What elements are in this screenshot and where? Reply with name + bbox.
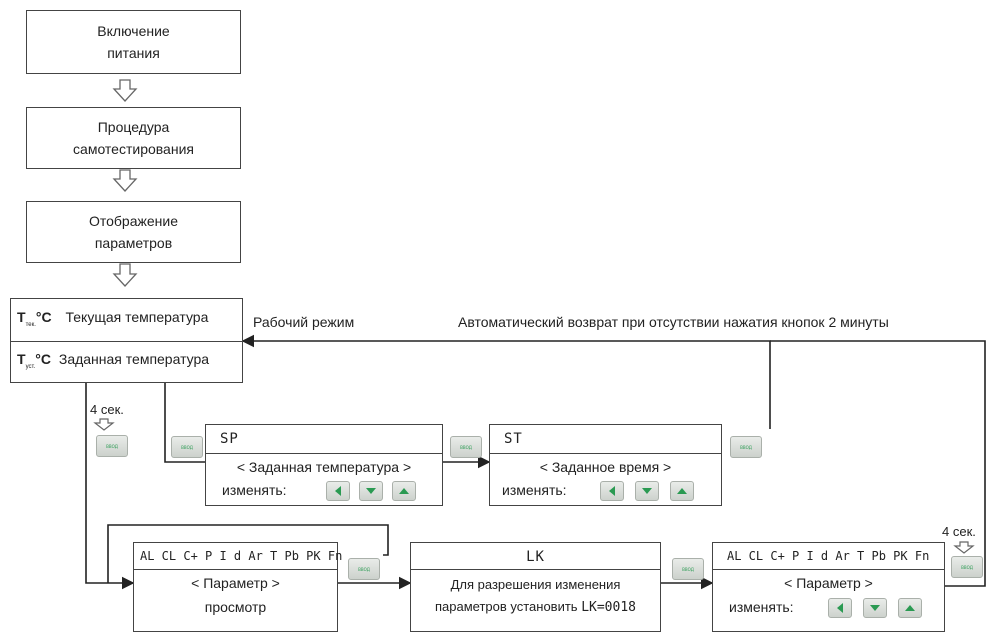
lk-box: LK Для разрешения изменения параметров у… bbox=[410, 542, 661, 632]
up-arrow-key-icon bbox=[905, 605, 915, 611]
hold-arrow-right bbox=[953, 541, 975, 554]
lk-divider bbox=[411, 569, 660, 570]
enter-key-icon: ВВОД bbox=[961, 564, 973, 570]
enter-key-icon: ВВОД bbox=[460, 444, 472, 450]
lk-code: LK bbox=[526, 549, 545, 565]
st-divider bbox=[490, 453, 721, 454]
up-arrow-key-icon bbox=[677, 488, 687, 494]
main-to-sp-line bbox=[164, 383, 205, 463]
set-temp-row: Tуст.°C Заданная температура bbox=[17, 351, 209, 370]
lk-line2-row: параметров установить LK=0018 bbox=[411, 599, 660, 615]
st-up-key[interactable] bbox=[670, 481, 694, 501]
set-temp-sub: уст. bbox=[25, 363, 36, 370]
enter-key-icon: ВВОД bbox=[358, 566, 370, 572]
main-box-divider bbox=[11, 341, 242, 342]
set-temp-symbol: T bbox=[17, 351, 26, 367]
down-arrow-key-icon bbox=[642, 488, 652, 494]
param-view-description: < Параметр > bbox=[191, 575, 280, 591]
hold-4sec-left-label: 4 сек. bbox=[90, 402, 124, 417]
st-box: ST < Заданное время > изменять: bbox=[489, 424, 722, 506]
edit-up-key[interactable] bbox=[898, 598, 922, 618]
edit-left-key[interactable] bbox=[828, 598, 852, 618]
current-temp-symbol: T bbox=[17, 309, 26, 325]
flow-arrow-1 bbox=[112, 79, 138, 102]
param-edit-divider bbox=[713, 569, 944, 570]
current-temp-sub: тек. bbox=[25, 321, 36, 328]
param-view-mode: просмотр bbox=[204, 599, 267, 615]
current-temp-row: Tтек.°C Текущая температура bbox=[17, 309, 208, 328]
sp-box: SP < Заданная температура > изменять: bbox=[205, 424, 443, 506]
lk-line2: параметров установить bbox=[434, 599, 582, 614]
enter-key-left[interactable]: ВВОД bbox=[96, 435, 128, 457]
enter-key-st[interactable]: ВВОД bbox=[450, 436, 482, 458]
auto-return-line bbox=[241, 334, 771, 429]
param-edit-change-label: изменять: bbox=[729, 599, 794, 615]
current-temp-label: Текущая температура bbox=[65, 309, 209, 325]
set-temp-unit: °C bbox=[35, 351, 51, 367]
left-arrow-key-icon bbox=[609, 486, 615, 496]
current-temp-unit: °C bbox=[35, 309, 52, 325]
param-view-box: AL CL C+ P I d Ar T Pb PK Fn < Параметр … bbox=[133, 542, 342, 632]
edit-down-key[interactable] bbox=[863, 598, 887, 618]
power-on-box: Включение питания bbox=[26, 10, 241, 74]
flow-arrow-3 bbox=[112, 263, 138, 287]
enter-key-right[interactable]: ВВОД bbox=[951, 556, 983, 578]
enter-key-lk[interactable]: ВВОД bbox=[348, 558, 380, 580]
display-params-box: Отображение параметров bbox=[26, 201, 241, 263]
down-arrow-key-icon bbox=[870, 605, 880, 611]
work-mode-label: Рабочий режим bbox=[253, 314, 355, 330]
param-view-codes: AL CL C+ P I d Ar T Pb PK Fn bbox=[140, 549, 343, 563]
hold-arrow-left bbox=[93, 418, 115, 431]
enter-key-icon: ВВОД bbox=[740, 444, 752, 450]
lk-value: LK=0018 bbox=[581, 600, 636, 615]
st-description: < Заданное время > bbox=[539, 459, 672, 475]
st-code: ST bbox=[504, 431, 523, 447]
enter-key-edit[interactable]: ВВОД bbox=[672, 558, 704, 580]
power-on-label: Включение питания bbox=[97, 23, 170, 61]
enter-key-icon: ВВОД bbox=[682, 566, 694, 572]
sp-down-key[interactable] bbox=[359, 481, 383, 501]
main-temperature-box: Tтек.°C Текущая температура Tуст.°C Зада… bbox=[10, 298, 243, 383]
right-return-line bbox=[770, 340, 986, 587]
flow-arrow-2 bbox=[112, 169, 138, 192]
sp-left-key[interactable] bbox=[326, 481, 350, 501]
set-temp-label: Заданная температура bbox=[58, 351, 210, 367]
st-down-key[interactable] bbox=[635, 481, 659, 501]
up-arrow-key-icon bbox=[399, 488, 409, 494]
display-params-label: Отображение параметров bbox=[88, 213, 178, 251]
st-change-label: изменять: bbox=[502, 482, 567, 498]
lk-line1: Для разрешения изменения bbox=[450, 577, 621, 592]
self-test-label: Процедура самотестирования bbox=[73, 119, 194, 157]
param-loop-line bbox=[107, 524, 389, 583]
sp-divider bbox=[206, 453, 442, 454]
enter-key-icon: ВВОД bbox=[181, 444, 193, 450]
param-edit-box: AL CL C+ P I d Ar T Pb PK Fn < Параметр … bbox=[712, 542, 945, 632]
param-view-divider bbox=[134, 569, 337, 570]
auto-return-label: Автоматический возврат при отсутствии на… bbox=[458, 314, 889, 330]
main-to-param-line bbox=[85, 383, 135, 590]
down-arrow-key-icon bbox=[366, 488, 376, 494]
st-left-key[interactable] bbox=[600, 481, 624, 501]
enter-key-return[interactable]: ВВОД bbox=[730, 436, 762, 458]
self-test-box: Процедура самотестирования bbox=[26, 107, 241, 169]
sp-up-key[interactable] bbox=[392, 481, 416, 501]
sp-code: SP bbox=[220, 431, 239, 447]
sp-description: < Заданная температура > bbox=[236, 459, 412, 475]
left-arrow-key-icon bbox=[335, 486, 341, 496]
hold-4sec-right-label: 4 сек. bbox=[942, 524, 976, 539]
sp-change-label: изменять: bbox=[222, 482, 287, 498]
param-edit-codes: AL CL C+ P I d Ar T Pb PK Fn bbox=[727, 549, 930, 563]
enter-key-icon: ВВОД bbox=[106, 443, 118, 449]
param-edit-description: < Параметр > bbox=[784, 575, 873, 591]
enter-key-sp[interactable]: ВВОД bbox=[171, 436, 203, 458]
left-arrow-key-icon bbox=[837, 603, 843, 613]
